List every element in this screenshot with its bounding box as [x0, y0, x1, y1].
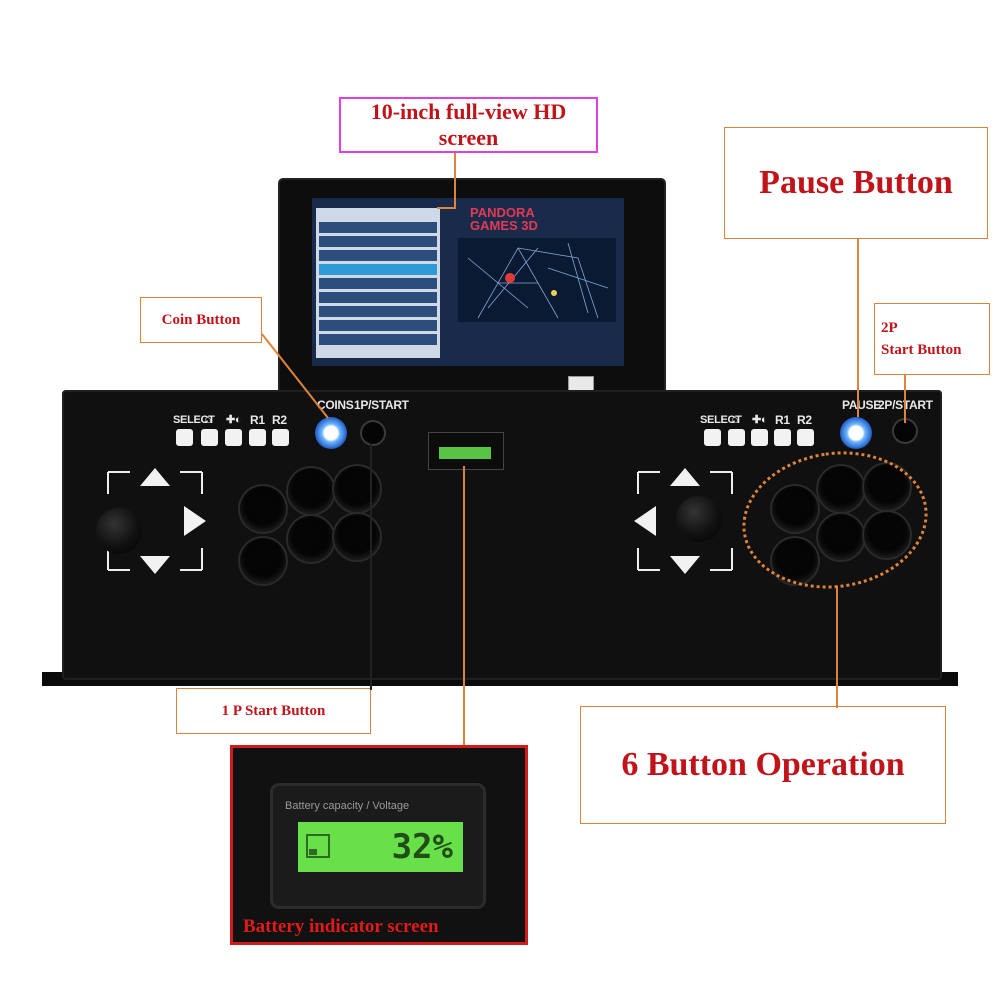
game-menu-list: [316, 208, 440, 358]
battery-level-fill: [309, 848, 317, 855]
r2-label-right: R2: [797, 413, 812, 427]
arrow-right-icon: [184, 506, 206, 536]
ps-button-left[interactable]: [201, 429, 218, 446]
callout-pause-text: Pause Button: [759, 164, 953, 201]
r2-button-left[interactable]: [272, 429, 289, 446]
action-button[interactable]: [864, 464, 910, 510]
r1-label-left: R1: [250, 413, 265, 427]
menu-row: [319, 250, 437, 261]
battery-lcd-small: [428, 432, 504, 470]
menu-row: [319, 222, 437, 233]
r2-label-left: R2: [272, 413, 287, 427]
arrow-up-icon: [140, 468, 170, 486]
start-2p-button[interactable]: [894, 420, 916, 442]
leader-line: [454, 153, 456, 209]
r1-button-right[interactable]: [774, 429, 791, 446]
home-button-right[interactable]: [751, 429, 768, 446]
leader-line-coin: [262, 333, 329, 419]
logo-line-1: PANDORA: [470, 205, 535, 220]
battery-inset-photo: Battery capacity / Voltage 32% Battery i…: [230, 745, 528, 945]
action-button[interactable]: [288, 516, 334, 562]
callout-1p-start: 1 P Start Button: [176, 688, 371, 734]
callout-1p-start-text: 1 P Start Button: [221, 702, 326, 719]
select-label-left: SELECT: [173, 414, 215, 426]
joystick-right-arrows: [634, 468, 733, 574]
ps-button-right[interactable]: [728, 429, 745, 446]
action-button[interactable]: [288, 468, 334, 514]
playstation-icon: ⌂: [204, 412, 211, 426]
callout-six-button-text: 6 Button Operation: [621, 746, 905, 783]
action-button[interactable]: [240, 538, 286, 584]
leader-line: [463, 466, 465, 746]
start-1p-button[interactable]: [362, 422, 384, 444]
battery-lcd-small-screen: [439, 447, 491, 459]
select-button-right[interactable]: [704, 429, 721, 446]
select-label-right: SELECT: [700, 414, 742, 426]
start-1p-label: 1P/START: [354, 398, 409, 412]
menu-row: [319, 292, 437, 303]
leader-line: [370, 444, 372, 690]
callout-six-button: 6 Button Operation: [580, 706, 946, 824]
coins-label: COINS: [317, 398, 354, 412]
r1-label-right: R1: [775, 413, 790, 427]
callout-coin: Coin Button: [140, 297, 262, 343]
callout-coin-text: Coin Button: [161, 311, 241, 328]
menu-row: [319, 320, 437, 331]
home-icon: ✚◐: [226, 414, 242, 426]
joystick-left-arrows: [107, 468, 206, 574]
game-preview-art: [467, 242, 609, 319]
pause-label: PAUSE: [842, 398, 881, 412]
action-button[interactable]: [334, 514, 380, 560]
game-preview: [458, 238, 616, 322]
home-button-left[interactable]: [225, 429, 242, 446]
callout-2p-start-line1: 2P: [881, 320, 898, 336]
logo-line-2: GAMES 3D: [470, 218, 538, 233]
arrow-down-icon: [670, 556, 700, 574]
menu-row: [319, 334, 437, 345]
leader-line: [857, 239, 859, 417]
select-button-left[interactable]: [176, 429, 193, 446]
battery-callout-text: Battery indicator screen: [243, 916, 439, 937]
leader-line: [437, 207, 455, 209]
menu-row: [319, 306, 437, 317]
action-button[interactable]: [818, 514, 864, 560]
callout-screen-text: 10-inch full-view HD screen: [370, 99, 567, 150]
joystick-right[interactable]: [676, 496, 722, 542]
pandora-games-logo: PANDORA GAMES 3D: [470, 206, 604, 236]
action-button[interactable]: [240, 486, 286, 532]
action-button[interactable]: [864, 512, 910, 558]
battery-icon: [306, 834, 330, 858]
action-button[interactable]: [334, 466, 380, 512]
callout-2p-start: 2P Start Button: [874, 303, 990, 375]
battery-display-frame: Battery capacity / Voltage 32%: [273, 786, 483, 906]
action-button[interactable]: [772, 538, 818, 584]
battery-caption: Battery capacity / Voltage: [285, 800, 410, 812]
leader-line: [904, 375, 906, 423]
home-icon-right: ✚◐: [752, 414, 768, 426]
menu-row-selected: [319, 264, 437, 275]
pause-button[interactable]: [840, 417, 872, 449]
menu-row: [319, 278, 437, 289]
callout-screen: 10-inch full-view HD screen: [339, 97, 598, 153]
r2-button-right[interactable]: [797, 429, 814, 446]
battery-lcd-screen: 32%: [298, 822, 463, 872]
battery-value: 32%: [391, 827, 453, 867]
arrow-down-icon: [140, 556, 170, 574]
arrow-left-icon: [634, 506, 656, 536]
coin-button[interactable]: [315, 417, 347, 449]
action-button[interactable]: [818, 466, 864, 512]
action-button[interactable]: [772, 486, 818, 532]
arrow-up-icon: [670, 468, 700, 486]
playstation-icon-right: ⌂: [731, 412, 738, 426]
leader-line: [836, 586, 838, 708]
joystick-left[interactable]: [96, 508, 142, 554]
menu-row: [319, 236, 437, 247]
callout-pause: Pause Button: [724, 127, 988, 239]
r1-button-left[interactable]: [249, 429, 266, 446]
callout-2p-start-line2: Start Button: [881, 342, 962, 358]
